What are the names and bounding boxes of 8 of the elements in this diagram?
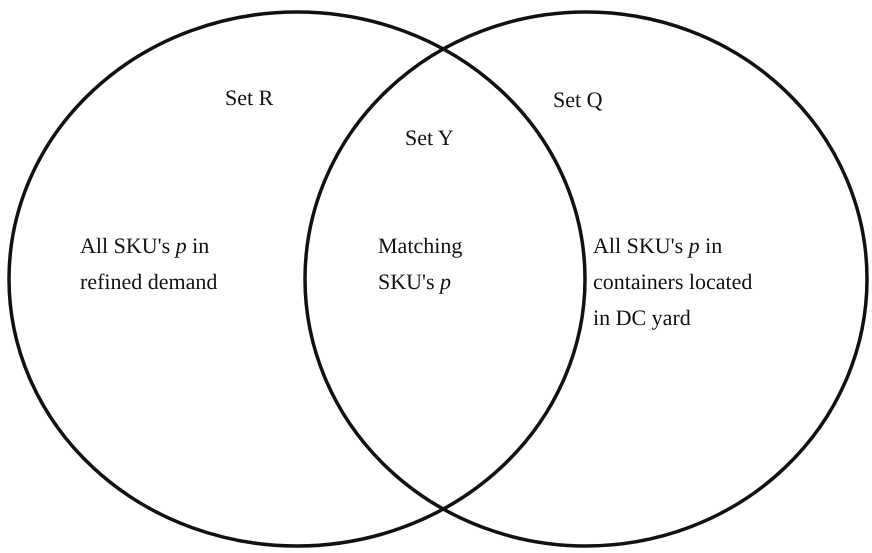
set-circle bbox=[7, 10, 587, 548]
set-label: Set R bbox=[225, 84, 274, 112]
set-label: Set Y bbox=[405, 124, 455, 152]
set-label: Set Q bbox=[553, 86, 604, 114]
set-description: All SKU's p in refined demand bbox=[80, 232, 218, 296]
set-description: All SKU's p in containers located in DC yard bbox=[593, 232, 754, 332]
set-description: Matching SKU's p bbox=[378, 232, 464, 296]
set-circle bbox=[303, 10, 869, 548]
